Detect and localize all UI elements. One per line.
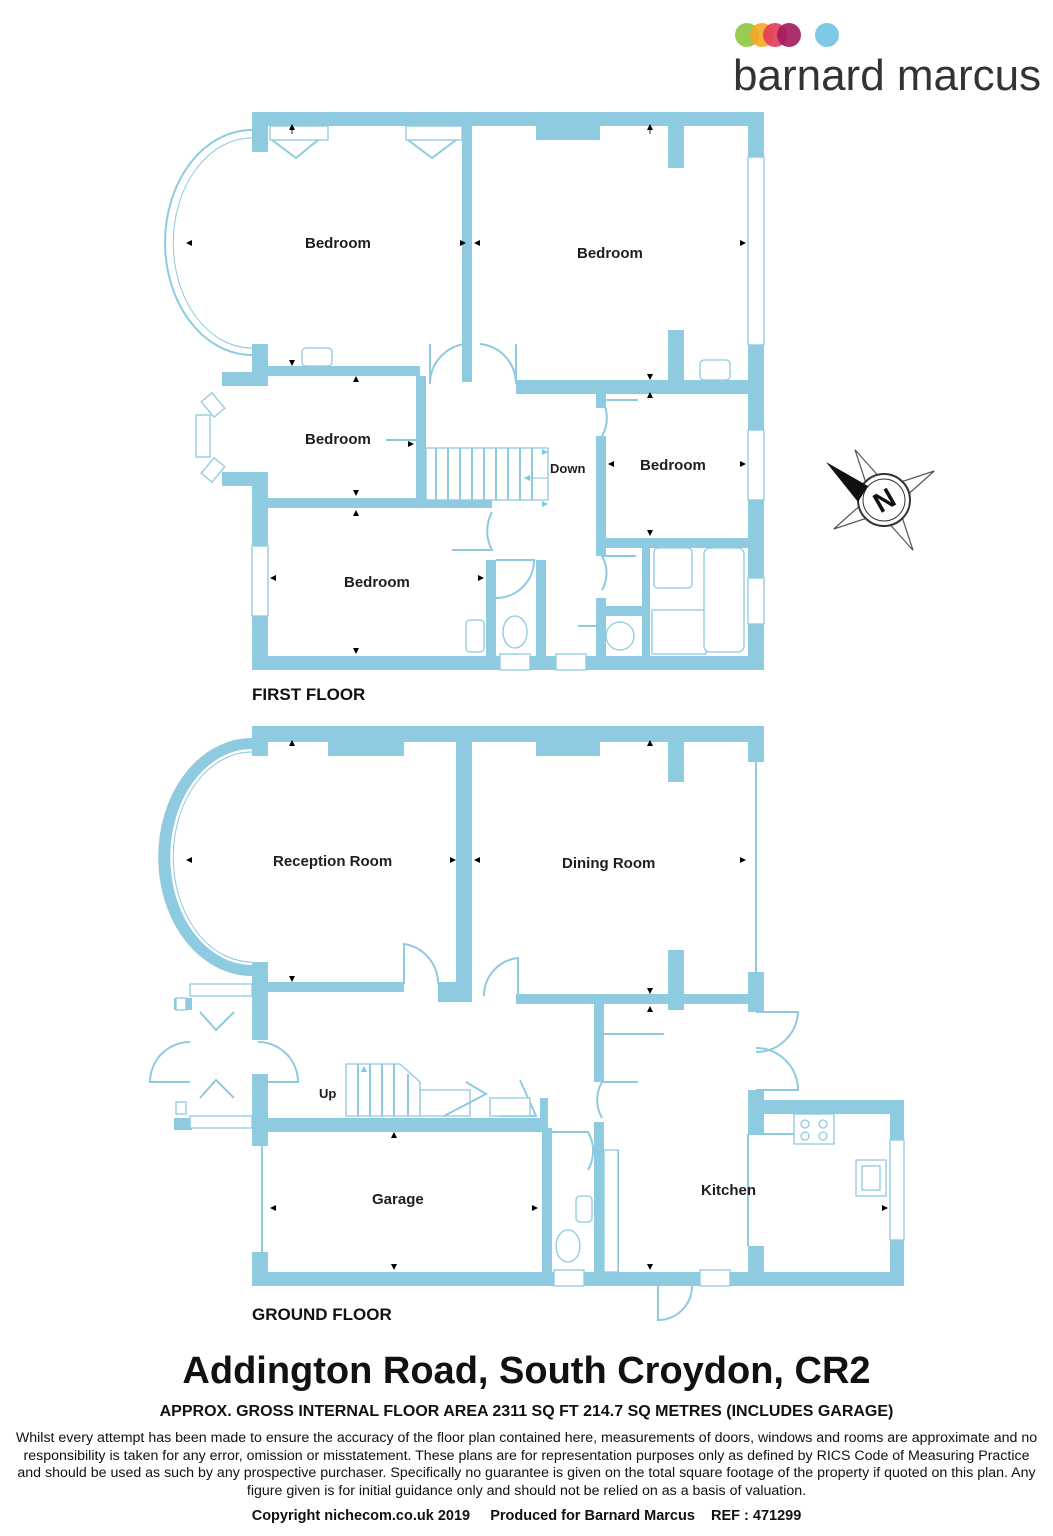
room-label-garage: Garage [372,1191,424,1208]
logo-dot-5 [815,23,839,47]
disclaimer-text: Whilst every attempt has been made to en… [15,1430,1038,1499]
room-label-bedroom-1: Bedroom [305,235,371,252]
property-title: Addington Road, South Croydon, CR2 [182,1350,871,1392]
brand-logo: barnard marcus [733,23,1041,100]
brand-name: barnard marcus [733,51,1041,100]
room-label-dining: Dining Room [562,855,655,872]
first-floor-label: FIRST FLOOR [252,685,365,704]
room-label-bedroom-5: Bedroom [344,574,410,591]
first-floor-stairs [425,447,549,501]
room-label-bedroom-4: Bedroom [640,457,706,474]
ground-floor-dimension-arrows [186,740,888,1270]
compass-icon: N [826,449,935,551]
ground-floor-label: GROUND FLOOR [252,1305,392,1324]
room-label-bedroom-2: Bedroom [577,245,643,262]
stairs-label-up: Up [319,1086,336,1101]
ground-floor-plan: Reception Room Dining Room Garage Kitche… [148,726,905,1324]
stairs-label-down: Down [550,461,585,476]
floor-area: APPROX. GROSS INTERNAL FLOOR AREA 2311 S… [159,1403,894,1420]
room-label-reception: Reception Room [273,853,392,870]
logo-dot-4 [777,23,801,47]
room-label-bedroom-3: Bedroom [305,431,371,448]
room-label-kitchen: Kitchen [701,1182,756,1199]
first-floor-plan: Bedroom Bedroom Bedroom Bedroom Bedroom … [164,112,765,704]
copyright-line: Copyright nichecom.co.uk 2019 Produced f… [251,1508,802,1524]
ground-floor-stairs [345,1063,538,1117]
first-floor-dimension-arrows [186,124,746,654]
floor-plan: barnard marcus [148,23,1041,1324]
